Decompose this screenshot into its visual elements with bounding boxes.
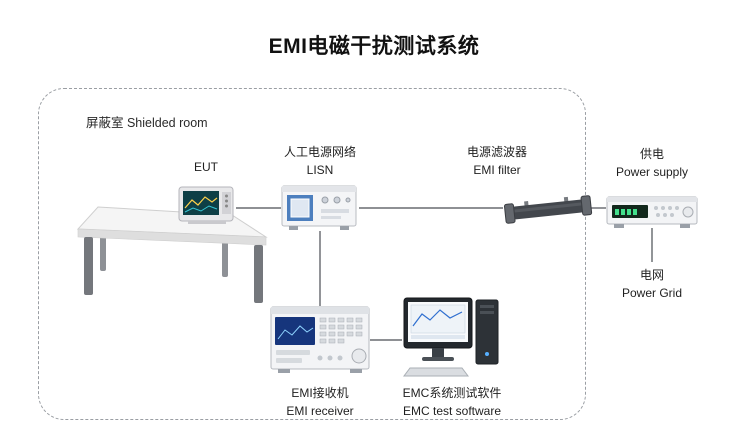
shielded-room-boundary (38, 88, 586, 420)
emc-software-label-cn: EMC系统测试软件 (402, 386, 502, 400)
page-title: EMI电磁干扰测试系统 (268, 35, 480, 58)
eut-label: EUT (194, 160, 218, 174)
lisn-label: 人工电源网络 LISN (260, 143, 380, 179)
power-supply-label-cn: 供电 (639, 147, 664, 161)
power-grid-label-cn: 电网 (639, 268, 664, 282)
lisn-device-icon (281, 183, 359, 233)
emi-filter-label-cn: 电源滤波器 (466, 145, 527, 159)
shielded-room-label: 屏蔽室 Shielded room (86, 116, 208, 130)
lisn-label-en: LISN (306, 163, 334, 177)
computer-icon (402, 296, 502, 380)
emi-filter-icon (503, 192, 593, 226)
power-grid-label-en: Power Grid (621, 286, 683, 300)
emi-receiver-icon (270, 306, 370, 376)
emi-receiver-label: EMI接收机 EMI receiver (250, 384, 390, 420)
table-icon (70, 195, 270, 307)
eut-device-icon (178, 186, 238, 226)
emi-receiver-label-en: EMI receiver (286, 404, 354, 418)
power-supply-label-en: Power supply (615, 165, 689, 179)
power-grid-label: 电网 Power Grid (592, 266, 712, 302)
emi-filter-label: 电源滤波器 EMI filter (437, 143, 557, 179)
lisn-label-cn: 人工电源网络 (283, 145, 356, 159)
emi-receiver-label-cn: EMI接收机 (291, 386, 349, 400)
emc-software-label-en: EMC test software (402, 404, 502, 418)
emi-filter-label-en: EMI filter (473, 163, 521, 177)
power-supply-icon (606, 196, 698, 230)
emc-software-label: EMC系统测试软件 EMC test software (382, 384, 522, 420)
power-supply-label: 供电 Power supply (592, 145, 712, 181)
